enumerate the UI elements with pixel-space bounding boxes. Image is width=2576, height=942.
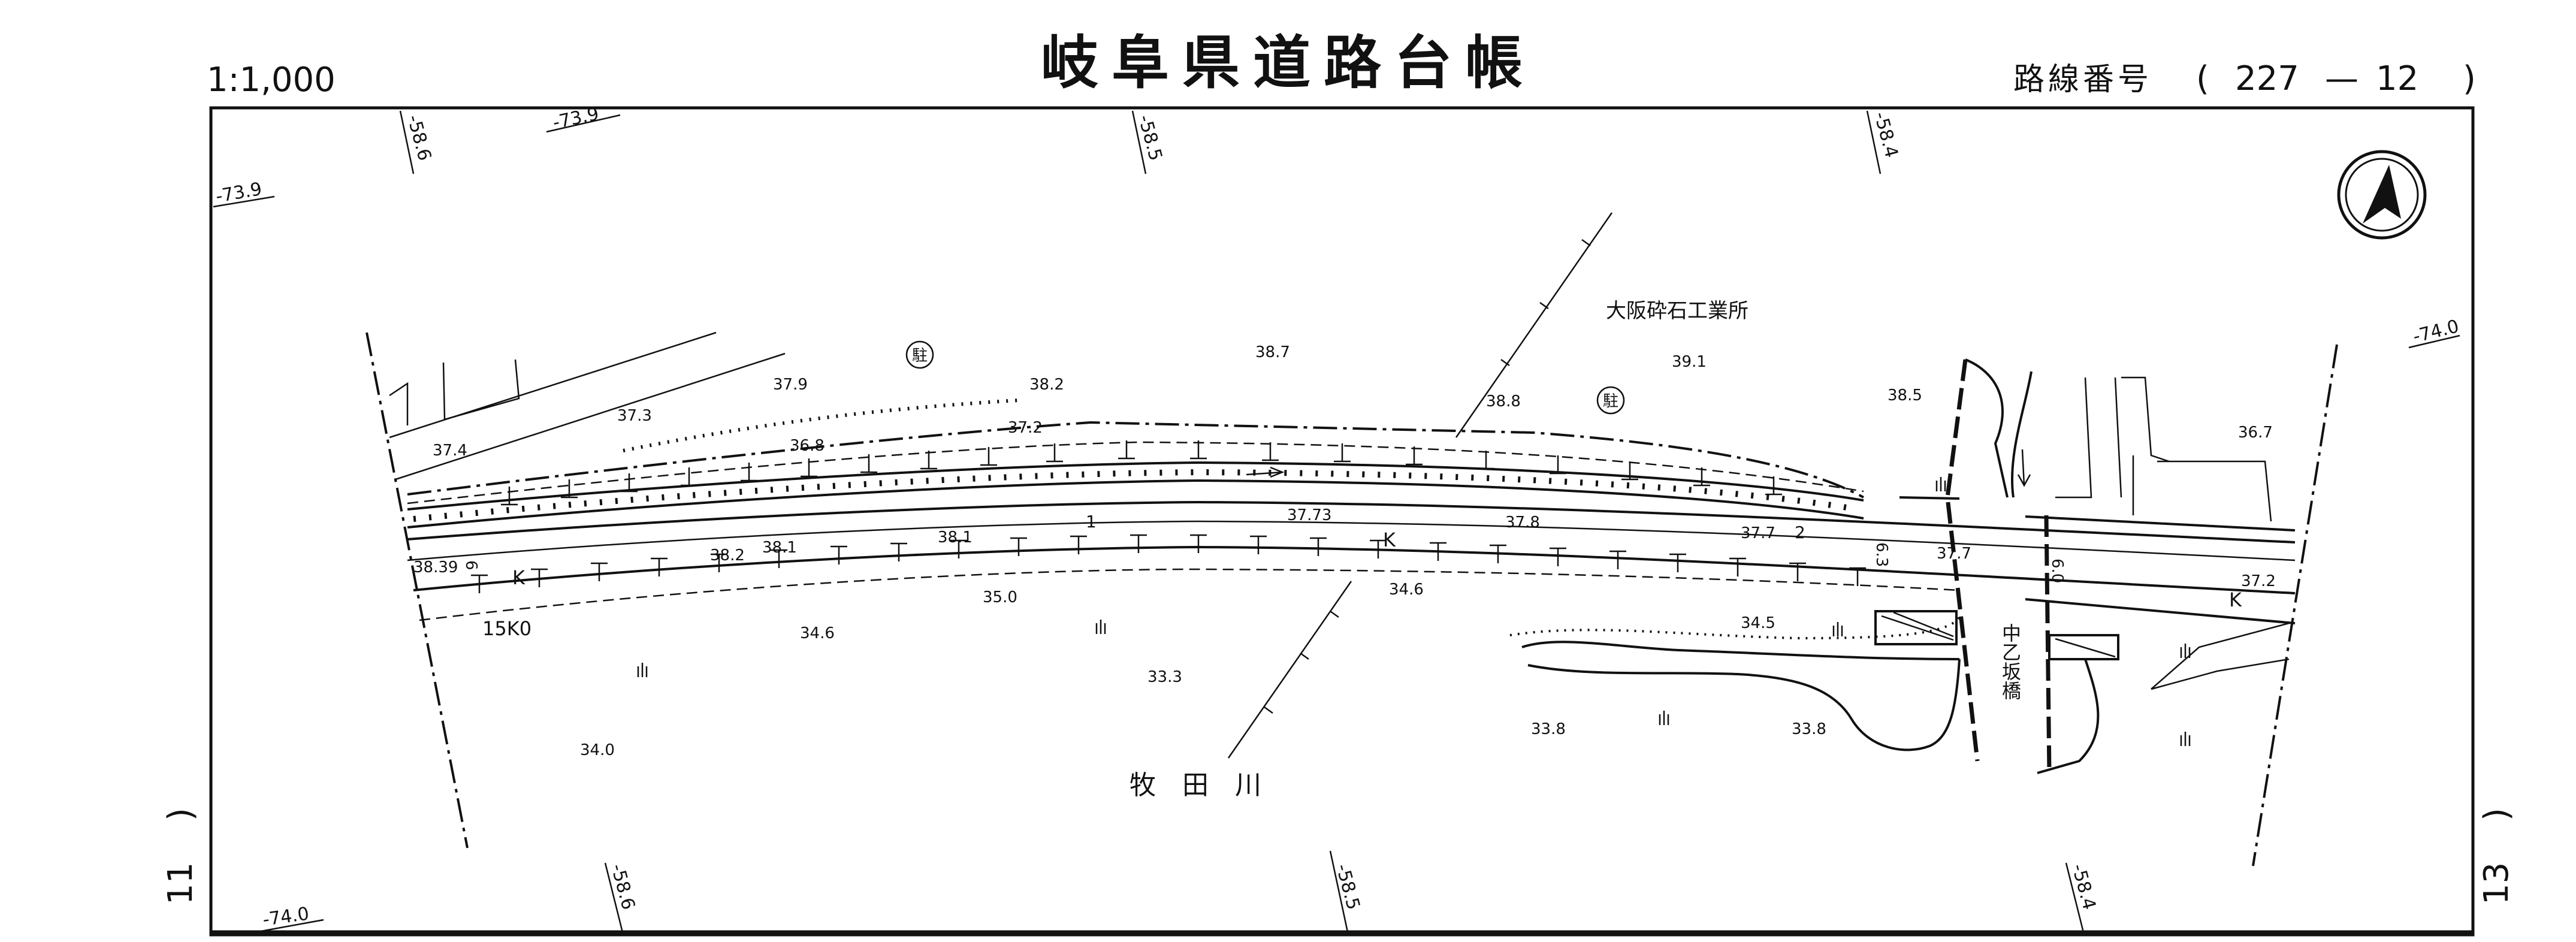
- survey-line: [1227, 212, 1613, 759]
- spot-elevations: 37.4 37.3 37.9 36.8 38.2 37.2 38.7 38.8 …: [413, 343, 2276, 759]
- elev-34-5: 34.5: [1741, 614, 1775, 632]
- flow-arrow-icon: [1246, 449, 2031, 487]
- elev-36-7: 36.7: [2238, 424, 2273, 442]
- elev-37-7-a: 37.7: [1741, 524, 1775, 542]
- grid-label-bottom-2: -58.5: [1331, 862, 1364, 912]
- svg-text:-74.0: -74.0: [2411, 316, 2461, 348]
- scale-label: 1:1,000: [207, 61, 336, 99]
- k-marker-left: K: [512, 566, 526, 589]
- elev-37-73: 37.73: [1287, 506, 1331, 524]
- elev-39-1: 39.1: [1672, 353, 1707, 371]
- river-name: 牧 田 川: [1130, 770, 1261, 801]
- elev-37-4: 37.4: [433, 442, 467, 460]
- elev-34-6-b: 34.6: [1389, 581, 1424, 599]
- svg-text:): ): [2477, 808, 2516, 821]
- upper-left-buildings: [389, 331, 786, 481]
- k-marker-mid: K: [1383, 529, 1396, 551]
- grid-label-y-right: -74.0: [2411, 316, 2461, 348]
- mark-1: 1: [1086, 512, 1097, 532]
- elev-38-7: 38.7: [1255, 343, 1290, 361]
- svg-text:-58.5: -58.5: [1331, 862, 1364, 912]
- parking-icon: 駐: [1596, 386, 1625, 415]
- bridge-name: 中乙坂橋: [1999, 623, 2022, 700]
- slope-marks-lower: [471, 534, 1866, 593]
- route-number: 227: [2235, 59, 2299, 98]
- k-marker-right: K: [2229, 588, 2242, 611]
- width-mid: 6.3: [1873, 542, 1891, 567]
- parking-icon: 駐: [905, 340, 934, 369]
- grid-ticks: [213, 110, 2460, 935]
- map-title: 岐阜県道路台帳: [1041, 29, 1536, 96]
- right-sheet-label: ( 13 ): [2477, 808, 2516, 905]
- elev-37-7-b: 37.7: [1937, 545, 1971, 563]
- svg-text:6.0: 6.0: [2048, 558, 2066, 583]
- svg-text:駐: 駐: [1603, 393, 1618, 410]
- elev-38-8: 38.8: [1486, 393, 1521, 410]
- left-sheet-label: ( 11 ): [161, 808, 200, 905]
- elev-33-8-a: 33.8: [1531, 720, 1566, 738]
- svg-text:11: 11: [161, 862, 200, 905]
- elev-37-3: 37.3: [617, 407, 652, 425]
- svg-text:駐: 駐: [912, 347, 928, 365]
- station-label: 15K0: [482, 617, 531, 640]
- river-bank: [1509, 616, 2290, 774]
- svg-text:-58.4: -58.4: [1870, 110, 1902, 160]
- svg-text:-58.6: -58.6: [403, 113, 435, 163]
- map-frame: [209, 106, 2475, 937]
- grid-label-top-1: -58.6: [403, 113, 435, 163]
- svg-text:): ): [161, 808, 200, 821]
- sheet-boundaries: [366, 332, 2338, 866]
- elev-38-5: 38.5: [1888, 387, 1922, 404]
- elev-37-2-right: 37.2: [2241, 572, 2276, 590]
- elev-37-9: 37.9: [773, 376, 808, 394]
- elev-35-0: 35.0: [983, 588, 1017, 606]
- grid-label-top-3: -58.4: [1870, 110, 1902, 160]
- svg-text:13: 13: [2477, 862, 2516, 905]
- elev-38-39: 38.39: [413, 558, 458, 576]
- width-left: 6: [462, 560, 480, 570]
- slope-marks-upper: [501, 440, 1782, 506]
- factory-name: 大阪砕石工業所: [1606, 299, 1748, 323]
- elev-33-8-b: 33.8: [1792, 720, 1826, 738]
- route-number-label: 路線番号: [2013, 62, 2152, 98]
- svg-text:6: 6: [462, 560, 480, 570]
- elev-38-2-top: 38.2: [1029, 376, 1064, 394]
- elev-34-6-a: 34.6: [800, 624, 835, 642]
- mark-2: 2: [1795, 523, 1805, 542]
- elev-34-0: 34.0: [580, 741, 615, 759]
- road-body: [407, 421, 2296, 624]
- route-sheet: 12: [2376, 59, 2418, 98]
- vegetation-marks: [637, 477, 2191, 746]
- elev-36-8: 36.8: [790, 437, 825, 455]
- right-buildings: [2055, 376, 2272, 522]
- north-arrow-icon: [2337, 150, 2427, 240]
- svg-text:6.3: 6.3: [1873, 542, 1891, 567]
- elev-37-8: 37.8: [1505, 514, 1540, 532]
- elev-37-2-top: 37.2: [1008, 419, 1043, 437]
- elev-38-1-b: 38.1: [938, 529, 973, 547]
- elev-33-3: 33.3: [1147, 668, 1182, 686]
- elev-38-2-bot: 38.2: [710, 547, 745, 564]
- elev-38-1-a: 38.1: [762, 539, 797, 557]
- route-paren-close: ): [2463, 59, 2476, 98]
- width-right: 6.0: [2048, 558, 2066, 583]
- route-dash: —: [2325, 59, 2358, 98]
- bridge: [1874, 358, 2119, 774]
- route-paren-open: (: [2196, 59, 2209, 98]
